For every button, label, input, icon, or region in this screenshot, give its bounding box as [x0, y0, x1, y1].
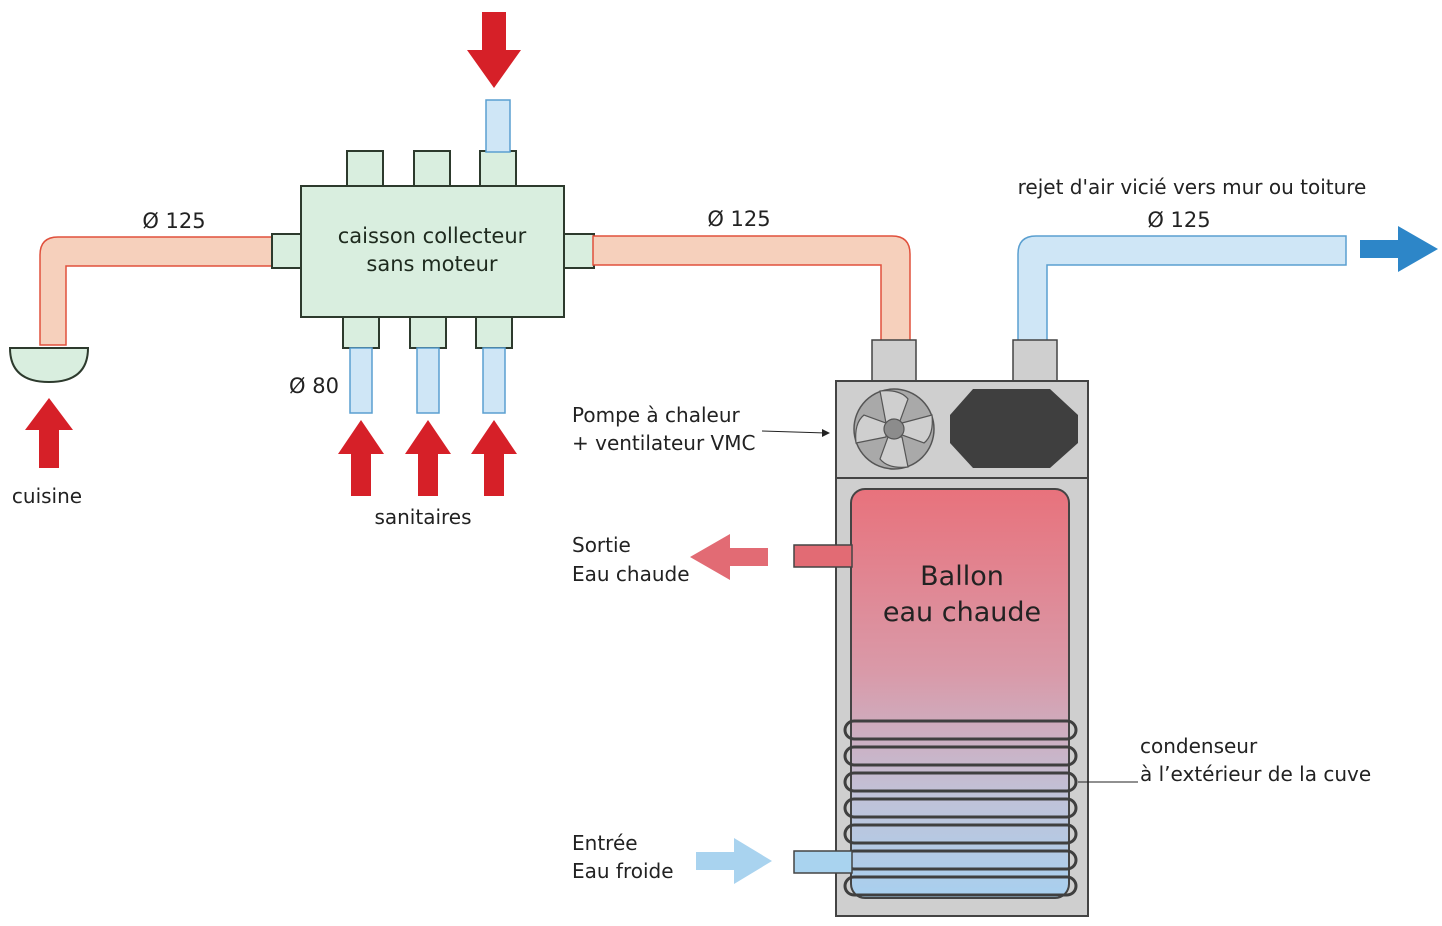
collector-label-line2: sans moteur: [366, 252, 498, 276]
kitchen-label: cuisine: [12, 484, 82, 508]
sanitary-duct-1: [349, 347, 373, 414]
hot-water-outlet-pipe: [793, 544, 853, 568]
sanitary-label: sanitaires: [374, 505, 471, 529]
exhaust-duct-diameter: Ø 125: [1147, 208, 1210, 232]
exhaust-duct: [1017, 235, 1347, 344]
condenser-coil: [843, 719, 1078, 897]
pump-leader-arrowhead: [822, 429, 830, 437]
top-intake-duct: [485, 99, 511, 153]
cold-water-inlet-arrow: [696, 838, 772, 884]
top-intake-arrow: [467, 12, 521, 88]
collector-label-line1: caisson collecteur: [338, 224, 527, 248]
cold-water-inlet-pipe: [793, 850, 853, 874]
cold-in-label-line2: Eau froide: [572, 859, 674, 883]
exhaust-label: rejet d'air vicié vers mur ou toiture: [1018, 175, 1367, 199]
sanitary-duct-3: [482, 347, 506, 414]
hot-out-label-line1: Sortie: [572, 533, 631, 557]
pump-label-line1: Pompe à chaleur: [572, 403, 741, 427]
pump-leader-line: [761, 430, 827, 434]
kitchen-hood: [8, 347, 90, 384]
sanitary-duct-diameter: Ø 80: [289, 374, 339, 398]
hot-water-tank: [850, 488, 1070, 899]
pump-label-line2: + ventilateur VMC: [572, 431, 755, 455]
middle-duct-diameter: Ø 125: [707, 207, 770, 231]
kitchen-duct: [39, 236, 276, 346]
condenser-label-line1: condenseur: [1140, 734, 1258, 758]
pump-inlet-collar: [871, 339, 917, 383]
sanitary-arrow-3: [471, 420, 517, 496]
hot-out-label-line2: Eau chaude: [572, 562, 690, 586]
cold-in-label-line1: Entrée: [572, 831, 638, 855]
compressor-icon: [950, 389, 1078, 468]
condenser-label-line2: à l’extérieur de la cuve: [1140, 762, 1371, 786]
pump-outlet-collar: [1012, 339, 1058, 383]
sanitary-arrow-2: [405, 420, 451, 496]
sanitary-arrow-1: [338, 420, 384, 496]
fan-icon: [853, 388, 935, 470]
middle-duct: [592, 235, 911, 344]
collector-box: [271, 150, 595, 349]
tank-label-line1: Ballon: [920, 561, 1004, 592]
kitchen-intake-arrow: [25, 398, 73, 468]
tank-label-line2: eau chaude: [883, 597, 1041, 628]
sanitary-duct-2: [416, 347, 440, 414]
hot-water-outlet-arrow: [690, 534, 768, 580]
exhaust-arrow: [1360, 226, 1438, 272]
kitchen-duct-diameter: Ø 125: [142, 209, 205, 233]
